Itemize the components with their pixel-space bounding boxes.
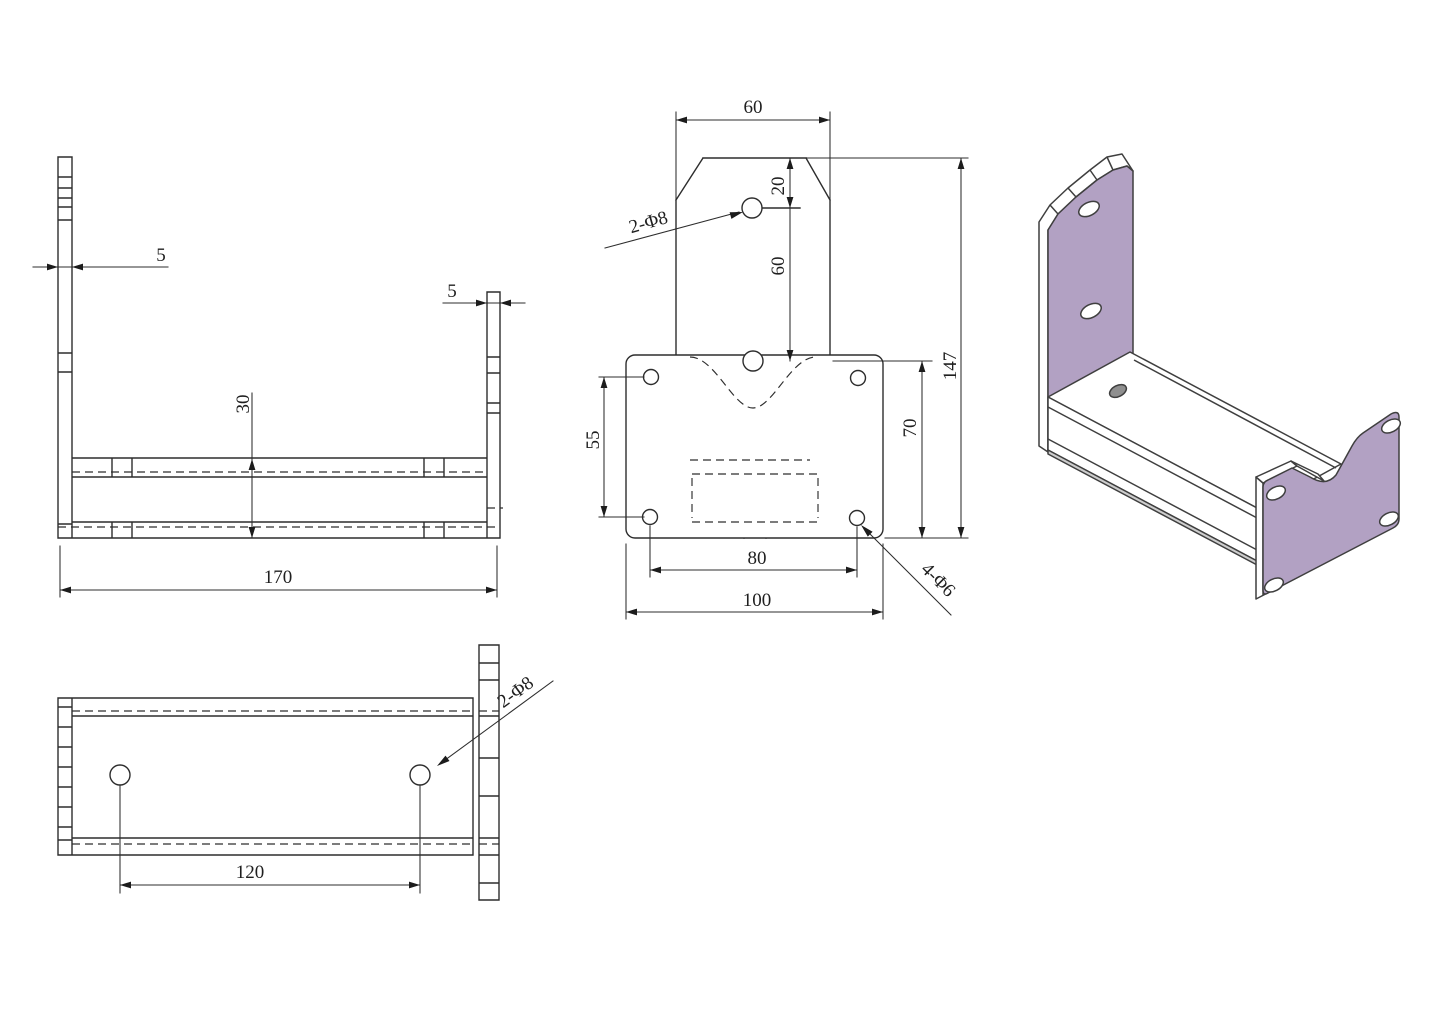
- top-view-outline: [57, 644, 500, 901]
- front-plate-hole-tl: [642, 368, 660, 386]
- top-view: 120 2-Φ8: [57, 644, 554, 901]
- side-view-arrowheads: [47, 263, 511, 594]
- iso-front-hole-tl: [1265, 485, 1287, 501]
- label-back-plate-holes: 2-Φ8: [627, 207, 670, 238]
- front-plate-hole-br: [848, 509, 866, 527]
- top-view-dimension-lines: [119, 680, 554, 894]
- top-view-arrowheads: [120, 755, 450, 889]
- iso-base-hole: [1108, 383, 1128, 399]
- dim-base-height: 30: [233, 395, 254, 414]
- dim-wall-thickness-right: 5: [447, 281, 457, 302]
- dim-front-plate-height: 70: [900, 419, 921, 438]
- iso-back-plate-chamfer-facets: [1049, 156, 1114, 215]
- front-plate-outline: [625, 354, 884, 539]
- front-view: 60 20 60 147 70 55 80 100 2-Φ8 4-Φ6: [583, 97, 969, 620]
- back-plate-hole-bottom: [742, 350, 764, 372]
- side-view-outline: [57, 156, 501, 539]
- iso-base-side-lines: [1047, 406, 1260, 552]
- iso-base-top-bevel: [1133, 359, 1337, 469]
- dim-hole-pitch-vertical: 60: [768, 257, 789, 276]
- front-plate-hole-bl: [641, 508, 659, 526]
- top-view-hidden-lines: [72, 710, 499, 845]
- base-hole-right: [409, 764, 431, 786]
- iso-front-plate-face: [1262, 411, 1400, 595]
- dim-back-plate-width: 60: [744, 97, 763, 118]
- dim-hole-pitch: 120: [236, 862, 265, 883]
- iso-front-hole-bl: [1263, 577, 1285, 593]
- label-base-holes: 2-Φ8: [494, 673, 538, 713]
- iso-front-hole-tr: [1380, 418, 1402, 434]
- side-view-hidden-lines: [58, 471, 503, 528]
- dim-hole-pitch-left: 55: [583, 431, 604, 450]
- iso-back-hole-top: [1078, 200, 1100, 218]
- side-view-dimension-lines: [32, 266, 526, 598]
- front-view-dimension-lines: [598, 111, 969, 620]
- iso-view: [1038, 153, 1402, 600]
- back-plate-hole-top: [741, 197, 763, 219]
- dim-overall-length: 170: [264, 567, 293, 588]
- front-plate-hole-tr: [849, 369, 867, 387]
- dim-wall-thickness-left: 5: [156, 245, 166, 266]
- base-hole-left: [109, 764, 131, 786]
- dim-overall-height: 147: [940, 352, 961, 381]
- dim-hole-pitch-bottom: 80: [748, 548, 767, 569]
- front-view-hidden-lines: [689, 356, 819, 523]
- label-front-plate-holes: 4-Φ6: [917, 559, 960, 602]
- side-view: 5 5 30 170: [32, 156, 526, 598]
- iso-front-hole-br: [1378, 511, 1400, 527]
- dim-hole-top-offset: 20: [768, 177, 789, 196]
- iso-back-hole-bottom: [1080, 302, 1102, 320]
- dim-front-plate-width: 100: [743, 590, 772, 611]
